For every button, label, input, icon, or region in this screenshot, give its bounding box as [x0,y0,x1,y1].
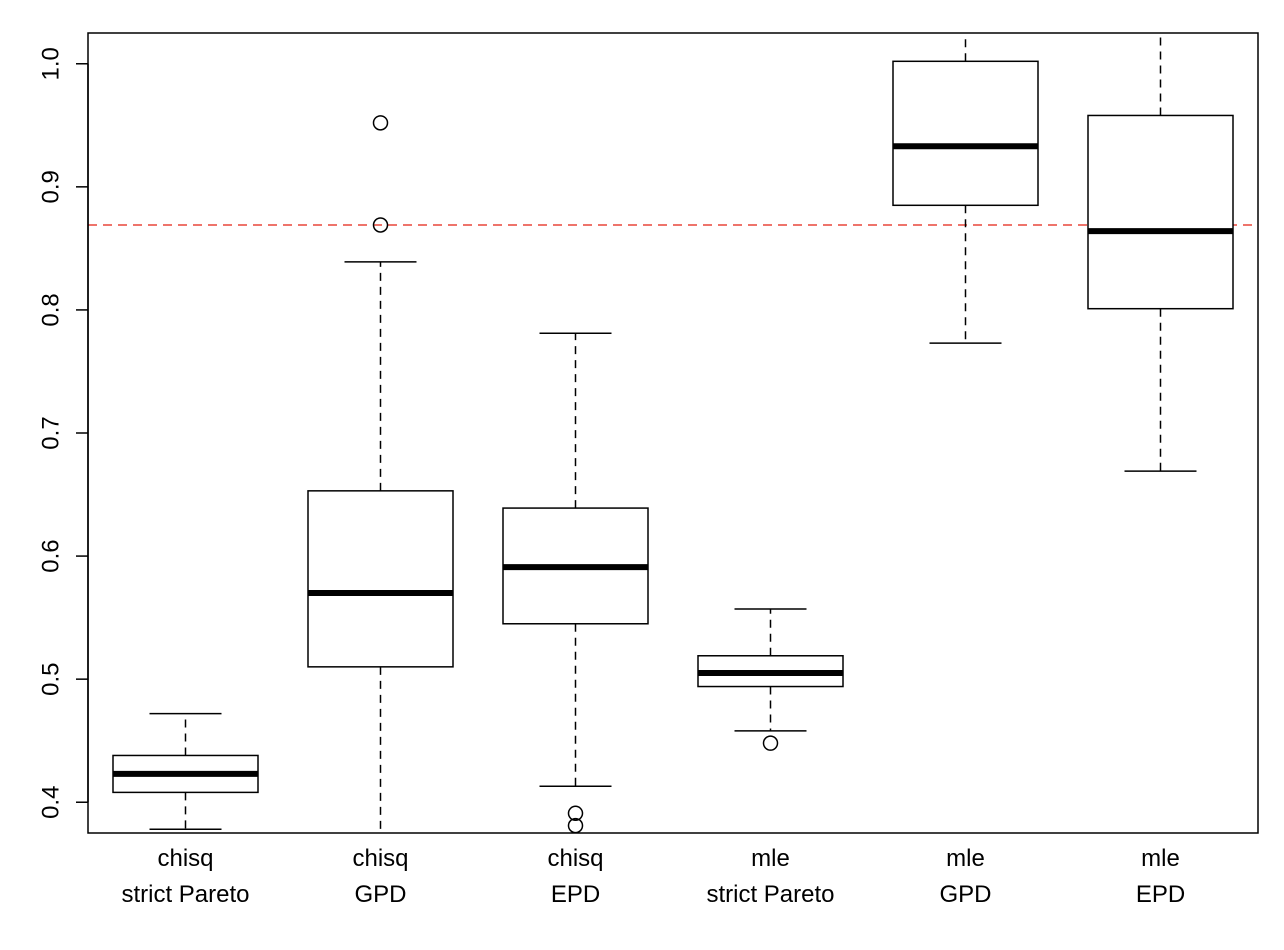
iqr-box [307,490,454,668]
y-tick-label: 0.5 [38,662,65,695]
y-axis: 0.4 0.5 0.6 0.7 0.8 0.9 1.0 [38,47,89,819]
x-tick-label-line2: strict Pareto [706,881,834,908]
y-tick-label: 0.4 [38,786,65,819]
outlier-point [762,735,779,751]
plot-frame [87,32,1259,834]
x-tick-label-line1: chisq [547,845,603,872]
iqr-box [892,60,1039,207]
x-tick-label-line2: strict Pareto [121,881,249,908]
y-tick-label: 0.8 [38,293,65,326]
outlier-point [372,115,389,131]
iqr-box [1087,114,1234,310]
x-tick-label-line2: GPD [939,881,991,908]
box-2 [307,115,454,833]
outlier-point [372,217,389,233]
box-4 [697,608,844,751]
y-tick-label: 1.0 [38,47,65,80]
box-3 [502,332,649,833]
plot-content [88,33,1258,833]
box-5 [892,33,1039,344]
x-tick-label-line1: mle [751,845,790,872]
y-tick-label: 0.7 [38,416,65,449]
x-tick-label-line2: GPD [354,881,406,908]
box-1 [112,712,259,831]
x-tick-label-line1: chisq [157,845,213,872]
outlier-point [567,805,584,822]
x-tick-label-line1: mle [1141,845,1180,872]
y-tick-label: 0.9 [38,170,65,203]
x-tick-label-line2: EPD [1136,881,1185,908]
x-tick-label-line1: chisq [352,845,408,872]
y-tick-label: 0.6 [38,539,65,572]
x-tick-label-line2: EPD [551,881,600,908]
x-tick-label-line1: mle [946,845,985,872]
box-6 [1087,33,1234,472]
